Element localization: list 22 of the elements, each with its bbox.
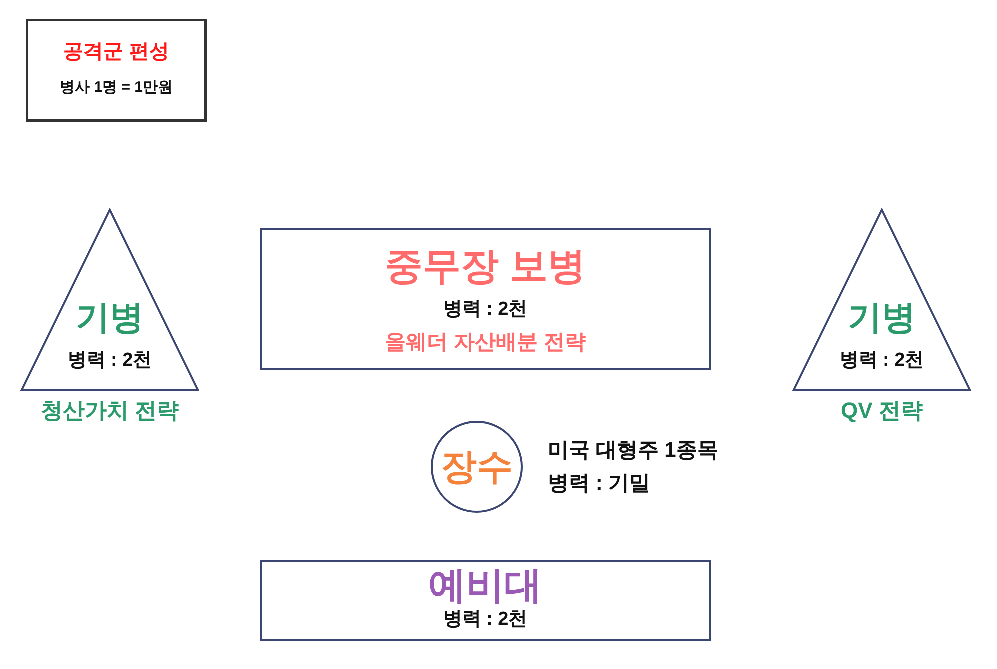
unit-title: 기병 [848, 298, 916, 339]
unit-title: 기병 [76, 298, 144, 339]
note-panel [26, 19, 207, 122]
troop-count: 병력 : 2천 [443, 609, 528, 632]
holding-note: 미국 대형주 1종목 [548, 438, 718, 464]
troop-count: 병력 : 기밀 [548, 471, 651, 496]
strategy-caption: 청산가치 전략 [40, 398, 180, 424]
unit-title: 장수 [441, 445, 513, 488]
troop-count: 병력 : 2천 [443, 299, 528, 322]
triangle-node [793, 209, 971, 391]
circle-node [431, 421, 523, 513]
triangle-node [21, 209, 199, 391]
unit-value-note: 병사 1명 = 1만원 [60, 79, 173, 97]
strategy-label: 올웨더 자산배분 전략 [385, 330, 586, 356]
unit-panel [260, 560, 711, 641]
unit-title: 중무장 보병 [385, 245, 586, 290]
unit-panel [260, 228, 711, 370]
unit-title: 예비대 [428, 564, 542, 609]
troop-count: 병력 : 2천 [840, 350, 924, 373]
strategy-caption: QV 전략 [841, 398, 923, 424]
panel-heading: 공격군 편성 [64, 40, 170, 64]
troop-count: 병력 : 2천 [68, 350, 152, 373]
